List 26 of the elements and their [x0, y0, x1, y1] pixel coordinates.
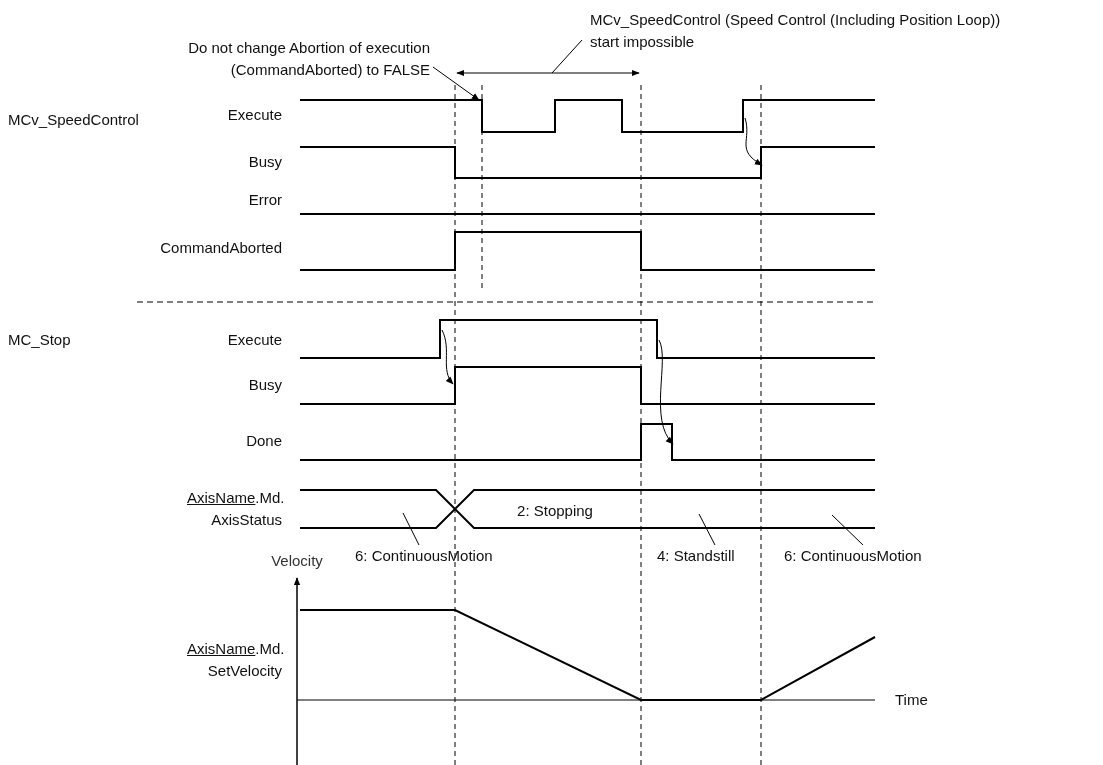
- signal-name: Execute: [226, 105, 282, 125]
- status-value: 4: Standstill: [657, 545, 757, 567]
- annotation-note: Do not change Abortion of execution (CommandAborted) to FALSE: [118, 37, 430, 81]
- leader-line: [698, 513, 716, 546]
- annotation-note: MCv_SpeedControl (Speed Control (Including Position Loop)) start impossible: [590, 9, 1015, 53]
- status-value: 6: ContinuousMotion: [784, 545, 964, 567]
- axis-title: Velocity: [270, 551, 324, 571]
- signal-name: AxisName.Md. SetVelocity: [187, 639, 282, 681]
- signal-name: Done: [245, 431, 282, 451]
- leader-line: [402, 512, 420, 546]
- signal-name: CommandAborted: [159, 238, 282, 258]
- signal-name: Busy: [247, 152, 282, 172]
- signal-group-name: MCv_SpeedControl: [8, 110, 139, 130]
- status-value: 6: ContinuousMotion: [355, 545, 530, 567]
- signal-waveform: [299, 99, 876, 133]
- status-value: 2: Stopping: [516, 501, 594, 521]
- signal-group-name: MC_Stop: [8, 330, 71, 350]
- signal-name: Busy: [247, 375, 282, 395]
- leader-line: [432, 66, 480, 101]
- leader-line: [551, 39, 583, 74]
- span-arrow: [456, 69, 640, 77]
- axis-title: Time: [895, 690, 928, 710]
- leader-line: [831, 514, 864, 546]
- signal-name: Error: [247, 190, 282, 210]
- signal-name: Execute: [226, 330, 282, 350]
- signal-name: AxisName.Md. AxisStatus: [187, 488, 282, 530]
